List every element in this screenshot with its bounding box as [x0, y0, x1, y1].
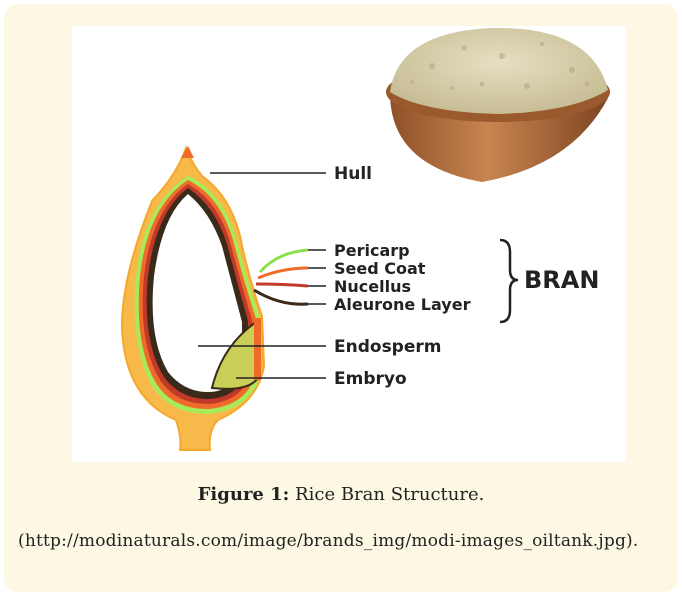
rice-bran-diagram: Hull Pericarp Seed Coat Nucellus Aleuron…: [72, 26, 626, 462]
figure-caption: Figure 1: Rice Bran Structure.: [4, 484, 678, 505]
label-endosperm: Endosperm: [334, 337, 441, 357]
label-embryo: Embryo: [334, 369, 407, 389]
hull-tip: [181, 146, 194, 158]
label-seed-coat: Seed Coat: [334, 259, 426, 278]
bran-bowl-image: [386, 28, 610, 182]
diagram-svg: Hull Pericarp Seed Coat Nucellus Aleuron…: [72, 26, 626, 462]
label-nucellus: Nucellus: [334, 277, 411, 296]
figure-source: (http://modinaturals.com/image/brands_im…: [18, 528, 668, 554]
caption-label: Figure 1:: [198, 484, 290, 505]
bran-layer-leaders: [254, 250, 308, 304]
rice-grain: [122, 146, 264, 450]
label-pericarp: Pericarp: [334, 241, 410, 260]
embryo-edge: [254, 318, 261, 380]
figure-card: Hull Pericarp Seed Coat Nucellus Aleuron…: [4, 4, 678, 592]
label-hull: Hull: [334, 164, 372, 184]
caption-text: Rice Bran Structure.: [289, 484, 484, 505]
bran-powder: [390, 28, 608, 114]
bran-brace: [500, 240, 518, 322]
label-bran: BRAN: [524, 266, 599, 294]
label-aleurone-layer: Aleurone Layer: [334, 295, 471, 314]
